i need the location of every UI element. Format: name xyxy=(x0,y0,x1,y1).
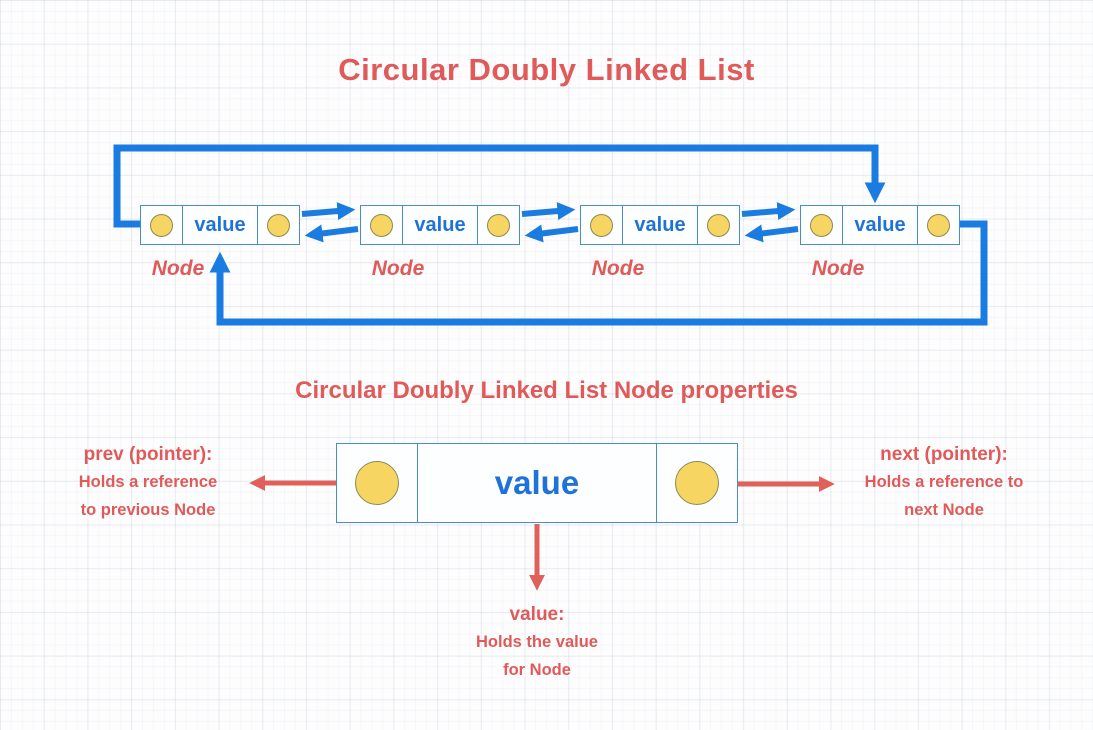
next-pointer-cell xyxy=(918,206,959,244)
value-cell: value xyxy=(842,206,918,244)
list-node-1: value xyxy=(140,205,300,245)
prev-pointer-cell xyxy=(337,444,417,522)
next-annotation-line: next Node xyxy=(904,501,984,519)
next-annotation-line: Holds a reference to xyxy=(864,473,1024,491)
prev-arrow-4-3 xyxy=(744,224,799,243)
node-caption-3: Node xyxy=(591,257,645,280)
value-cell: value xyxy=(402,206,478,244)
prev-annotation-line: to previous Node xyxy=(80,501,216,519)
prev-pointer-circle-icon xyxy=(370,213,393,237)
prev-pointer-cell xyxy=(141,206,182,244)
prev-pointer-circle-icon xyxy=(355,461,399,505)
node-value-label: value xyxy=(194,213,246,236)
node-value-label: value xyxy=(854,213,906,236)
node-value-label: value xyxy=(494,464,580,501)
prev-pointer-circle-icon xyxy=(590,213,613,237)
node-caption-2: Node xyxy=(371,257,425,280)
next-pointer-circle-icon xyxy=(707,213,730,237)
prev-annotation-heading: prev (pointer): xyxy=(83,444,213,465)
properties-node: value xyxy=(336,443,738,523)
next-pointer-circle-icon xyxy=(675,461,719,505)
next-pointer-cell xyxy=(258,206,299,244)
prev-annotation: prev (pointer): Holds a reference to pre… xyxy=(42,442,254,524)
value-cell: value xyxy=(182,206,258,244)
next-arrow-1-2 xyxy=(301,202,356,221)
list-node-4: value xyxy=(800,205,960,245)
next-arrow-3-4 xyxy=(741,202,796,221)
node-caption-4: Node xyxy=(811,257,865,280)
next-annotation: next (pointer): Holds a reference to nex… xyxy=(838,442,1050,524)
prev-pointer-circle-icon xyxy=(810,213,833,237)
section-subtitle: Circular Doubly Linked List Node propert… xyxy=(295,377,798,404)
prev-pointer-cell xyxy=(581,206,622,244)
next-pointer-circle-icon xyxy=(487,213,510,237)
next-arrow-2-3 xyxy=(521,202,576,221)
value-cell: value xyxy=(622,206,698,244)
list-node-3: value xyxy=(580,205,740,245)
list-node-2: value xyxy=(360,205,520,245)
value-annotation-line: Holds the value xyxy=(476,633,598,651)
value-cell: value xyxy=(417,444,657,522)
prev-pointer-circle-icon xyxy=(150,213,173,237)
next-annotation-heading: next (pointer): xyxy=(880,444,1008,465)
next-pointer-cell xyxy=(657,444,737,522)
prev-pointer-cell xyxy=(361,206,402,244)
node-value-label: value xyxy=(414,213,466,236)
prev-pointer-cell xyxy=(801,206,842,244)
page-title: Circular Doubly Linked List xyxy=(338,52,755,87)
value-annotation-heading: value: xyxy=(509,604,565,625)
node-caption-1: Node xyxy=(151,257,205,280)
next-pointer-circle-icon xyxy=(267,213,290,237)
prev-arrow-3-2 xyxy=(524,224,579,243)
node-value-label: value xyxy=(634,213,686,236)
next-pointer-cell xyxy=(698,206,739,244)
next-pointer-cell xyxy=(478,206,519,244)
next-pointer-circle-icon xyxy=(927,213,950,237)
value-annotation-line: for Node xyxy=(503,661,571,679)
prev-arrow-2-1 xyxy=(304,224,359,243)
value-annotation: value: Holds the value for Node xyxy=(431,602,643,684)
prev-annotation-line: Holds a reference xyxy=(78,473,218,491)
